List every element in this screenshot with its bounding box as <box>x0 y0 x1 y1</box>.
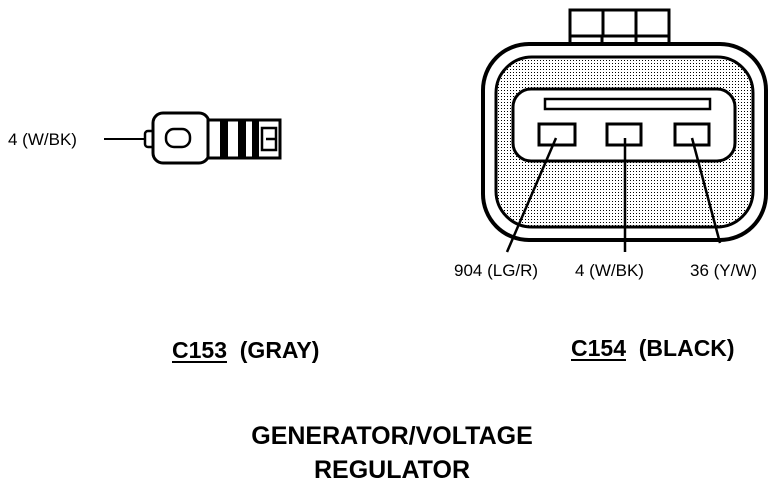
diagram-title-line-1: GENERATOR/VOLTAGE <box>251 422 533 450</box>
c154-leader-3 <box>690 137 722 244</box>
c154-connector <box>481 8 768 253</box>
c154-pin-3 <box>673 122 711 147</box>
c154-id: C154 <box>571 335 626 361</box>
c153-id: C153 <box>172 337 227 363</box>
c154-caption: C154 (BLACK) <box>571 337 735 360</box>
c153-terminal-slot <box>164 127 192 149</box>
c153-caption: C153 (GRAY) <box>172 339 319 362</box>
c153-connector <box>104 111 282 165</box>
c154-pin-1 <box>537 122 577 147</box>
c153-color: (GRAY) <box>239 337 320 363</box>
c153-wire-label: 4 (W/BK) <box>8 130 77 149</box>
c154-latch-top <box>568 8 671 38</box>
c154-key-bar <box>543 97 712 111</box>
c153-rib <box>220 120 228 158</box>
c154-pin-label: 36 (Y/W) <box>690 261 758 280</box>
c154-pin-label: 904 (LG/R) <box>454 261 539 280</box>
c153-rib <box>252 120 259 158</box>
c154-leader-1 <box>505 137 558 253</box>
c153-rib <box>238 120 246 158</box>
c154-pin-label: 4 (W/BK) <box>575 261 644 280</box>
c154-color: (BLACK) <box>638 335 735 361</box>
diagram-title-line-2: REGULATOR <box>313 456 471 484</box>
